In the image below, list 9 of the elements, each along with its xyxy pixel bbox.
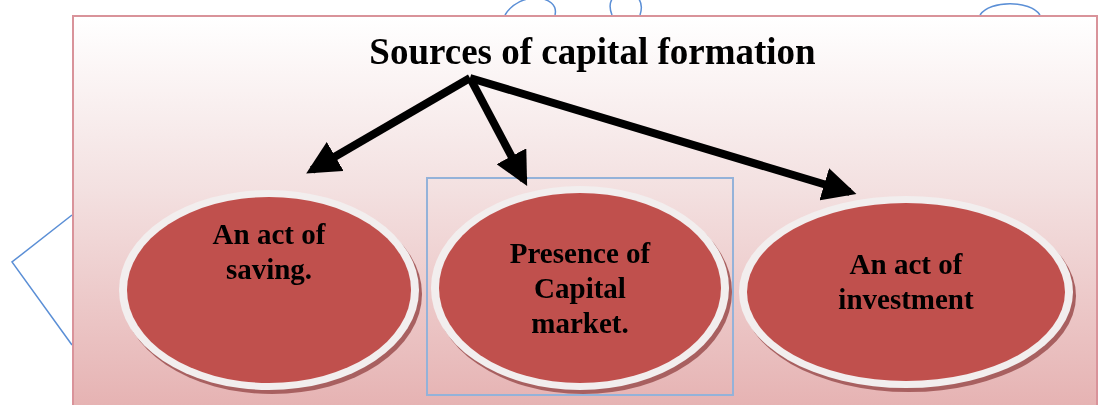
node-label: An act of investment xyxy=(837,247,975,317)
node-label: Presence of Capital market. xyxy=(508,235,652,341)
arrow xyxy=(466,76,528,186)
ellipse-node xyxy=(118,188,420,392)
arrow xyxy=(468,74,857,201)
node-label: An act of saving. xyxy=(211,217,327,287)
ellipse-node xyxy=(738,194,1074,390)
arrow xyxy=(306,74,472,174)
heading-label: Sources of capital formation xyxy=(368,29,817,74)
